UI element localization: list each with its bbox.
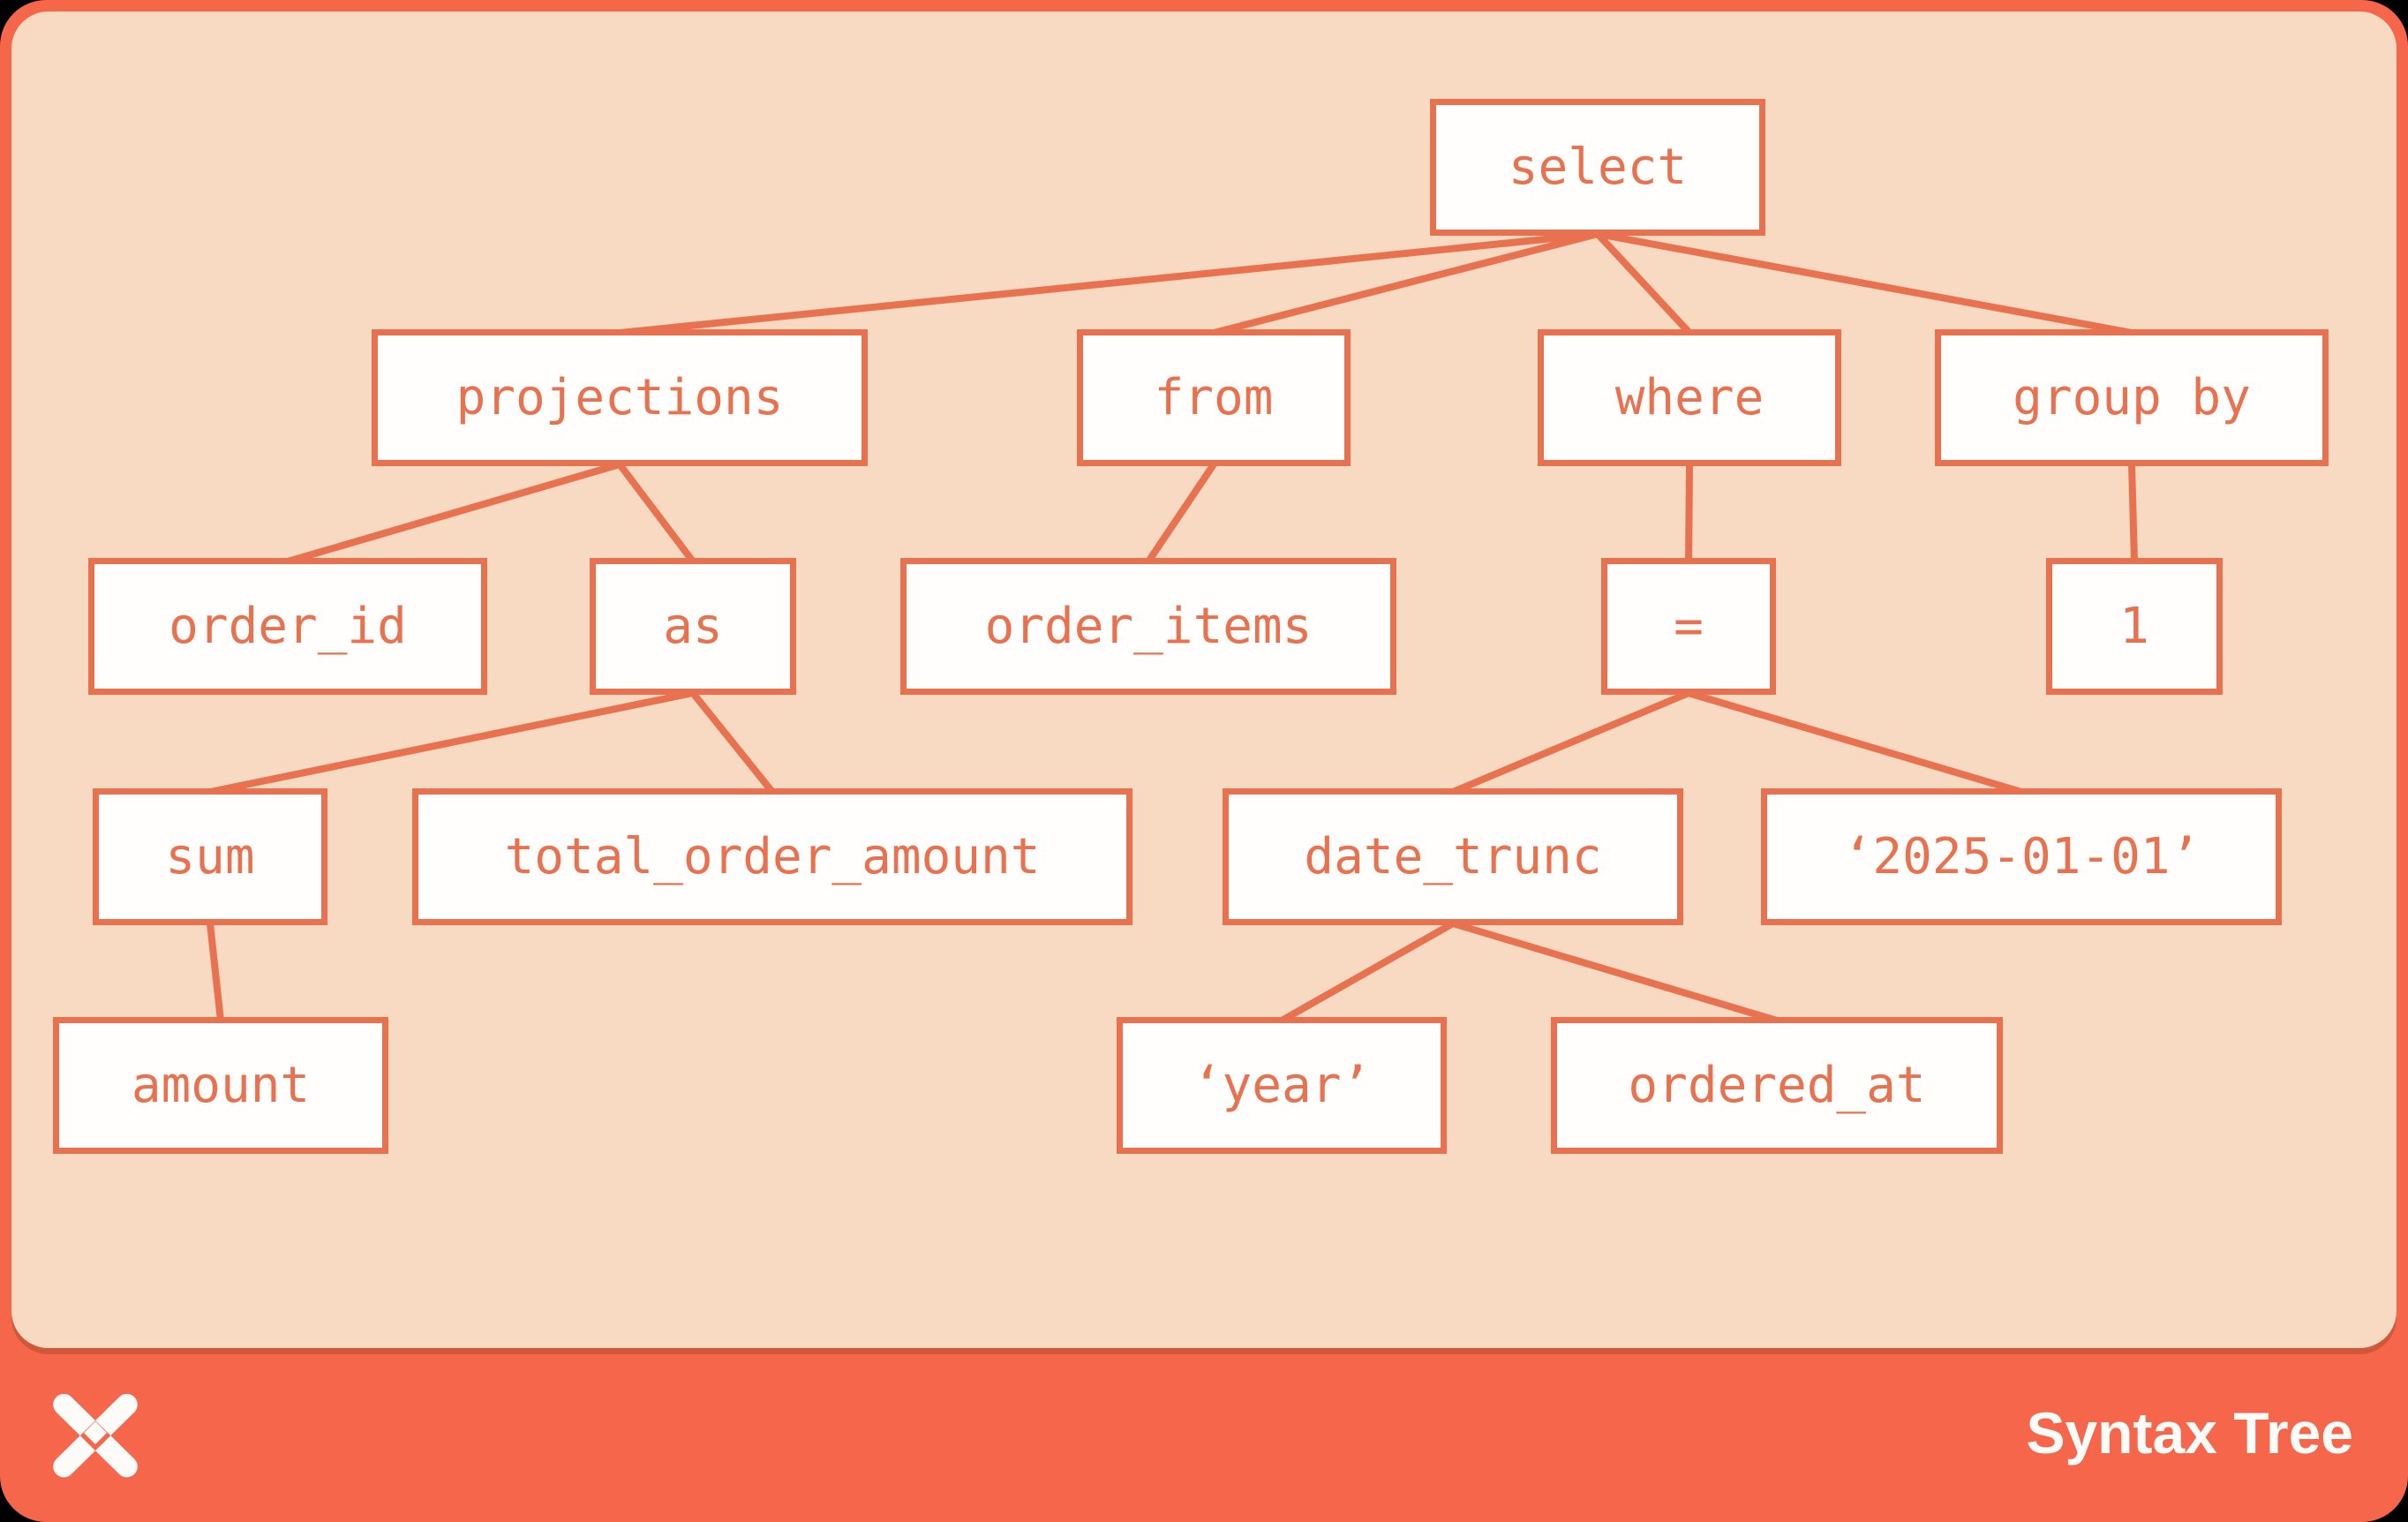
edge-from-order_items bbox=[1145, 462, 1217, 564]
footer-bar: Syntax Tree bbox=[0, 1348, 2408, 1522]
tree-node-projections: projections bbox=[372, 329, 868, 466]
edge-projections-order_id bbox=[286, 461, 621, 565]
pinwheel-x-logo bbox=[53, 1393, 138, 1478]
tree-node-group_by: group by bbox=[1935, 329, 2329, 466]
tree-node-date_trunc: date_trunc bbox=[1223, 788, 1683, 925]
tree-node-order_id: order_id bbox=[88, 558, 487, 695]
edge-select-from bbox=[1213, 230, 1599, 336]
edge-date_trunc-year_literal bbox=[1280, 920, 1455, 1024]
edge-sum-amount bbox=[207, 923, 224, 1021]
edge-select-group_by bbox=[1597, 230, 2133, 336]
tree-node-select: select bbox=[1430, 99, 1765, 236]
edge-select-where bbox=[1595, 231, 1692, 335]
tree-node-from: from bbox=[1077, 329, 1351, 466]
edge-date_trunc-ordered_at bbox=[1451, 920, 1779, 1024]
tree-node-as: as bbox=[590, 558, 796, 695]
edge-group_by-one bbox=[2128, 463, 2138, 562]
footer-title: Syntax Tree bbox=[2026, 1399, 2353, 1465]
edge-projections-as bbox=[616, 462, 696, 564]
tree-node-date_literal: ‘2025-01-01’ bbox=[1761, 788, 2282, 925]
tree-node-eq: = bbox=[1601, 558, 1776, 695]
edge-as-total_order_amount bbox=[689, 690, 776, 795]
tree-node-amount: amount bbox=[53, 1017, 388, 1154]
edge-eq-date_literal bbox=[1687, 689, 2023, 795]
tree-node-ordered_at: ordered_at bbox=[1551, 1017, 2003, 1154]
tree-node-sum: sum bbox=[93, 788, 327, 925]
edge-eq-date_trunc bbox=[1451, 689, 1690, 795]
tree-node-one: 1 bbox=[2046, 558, 2223, 695]
tree-node-order_items: order_items bbox=[900, 558, 1396, 695]
edge-select-projections bbox=[619, 230, 1599, 336]
tree-node-where: where bbox=[1538, 329, 1841, 466]
tree-node-year_literal: ‘year’ bbox=[1117, 1017, 1447, 1154]
edge-as-sum bbox=[209, 689, 694, 795]
tree-node-total_order_amount: total_order_amount bbox=[412, 788, 1133, 925]
